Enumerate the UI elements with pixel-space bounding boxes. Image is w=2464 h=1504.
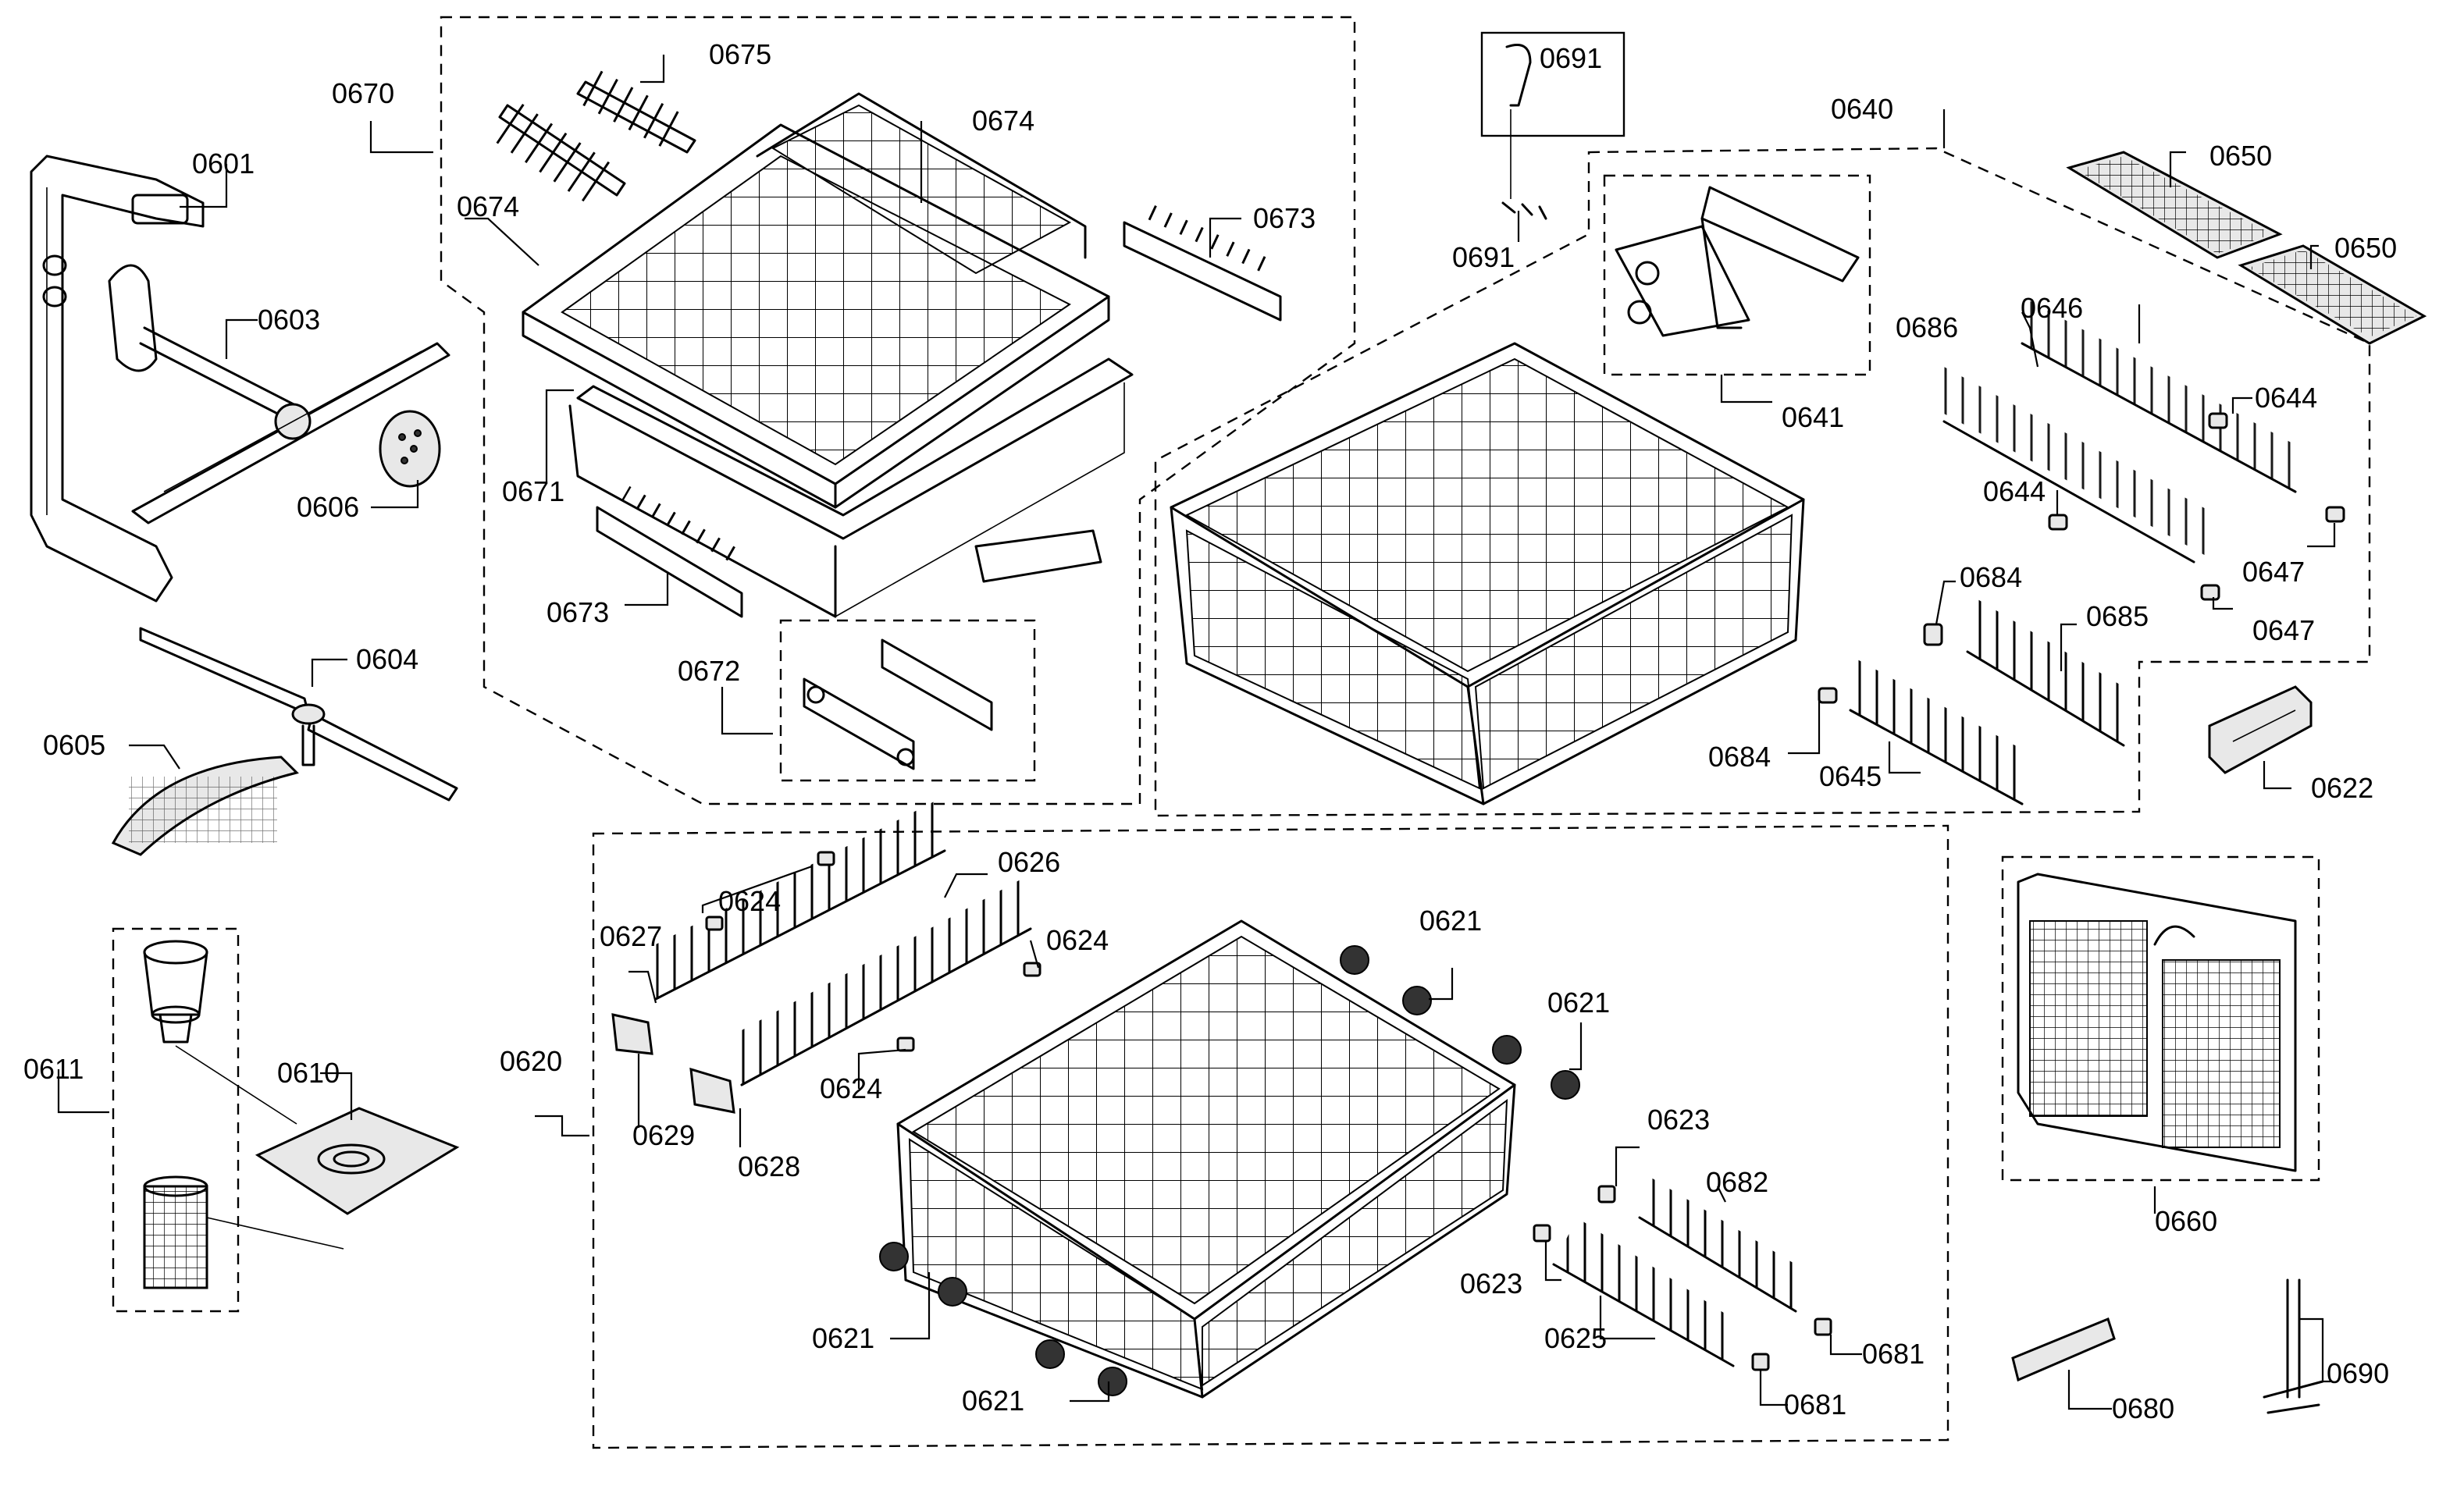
label-0680: 0680 xyxy=(2112,1392,2174,1424)
label-0626: 0626 xyxy=(998,846,1060,878)
group-0641-outline xyxy=(1603,174,1871,376)
label-0627: 0627 xyxy=(600,920,662,952)
label-0621-b: 0621 xyxy=(1547,987,1610,1019)
part-0674-cutlery-tray xyxy=(522,92,1110,509)
part-0620-lower-rack xyxy=(896,919,1516,1399)
group-0640-outline xyxy=(1154,147,2371,817)
label-0675: 0675 xyxy=(709,38,771,70)
part-0605-filter-cover xyxy=(111,756,299,856)
label-0672: 0672 xyxy=(678,655,740,687)
label-0644-left: 0644 xyxy=(1983,475,2046,507)
label-0691-top: 0691 xyxy=(1540,42,1602,74)
label-0647-lower: 0647 xyxy=(2252,614,2315,646)
part-0621-wheels xyxy=(879,945,1580,1396)
part-0675-combs xyxy=(494,66,696,203)
label-0625: 0625 xyxy=(1544,1322,1607,1354)
label-0623-top: 0623 xyxy=(1647,1104,1710,1136)
label-0684-bottom: 0684 xyxy=(1708,741,1771,773)
label-0603: 0603 xyxy=(258,304,320,336)
label-0691-bottom: 0691 xyxy=(1452,241,1515,273)
label-0685: 0685 xyxy=(2086,600,2149,632)
group-0620-outline xyxy=(592,824,1949,1449)
label-0601: 0601 xyxy=(192,148,255,180)
part-0611-filter-assembly xyxy=(143,940,344,1289)
label-0645: 0645 xyxy=(1819,760,1882,792)
part-0650-cup-shelves xyxy=(2066,151,2427,345)
group-0611-outline xyxy=(112,927,240,1313)
label-0686: 0686 xyxy=(1896,311,1958,343)
label-0673-right: 0673 xyxy=(1253,202,1316,234)
label-0682: 0682 xyxy=(1706,1166,1768,1198)
label-0622: 0622 xyxy=(2311,772,2373,804)
leader-lines xyxy=(57,55,2336,1410)
part-0640-upper-rack xyxy=(1170,342,1805,805)
label-0624-b: 0624 xyxy=(1046,924,1109,956)
label-0690: 0690 xyxy=(2327,1357,2389,1389)
label-0641: 0641 xyxy=(1782,401,1844,433)
label-0650-right: 0650 xyxy=(2334,232,2397,264)
part-0660-cutlery-basket xyxy=(2017,873,2297,1172)
label-0650-top: 0650 xyxy=(2209,140,2272,172)
label-0681-top: 0681 xyxy=(1862,1338,1925,1370)
part-0691-clip xyxy=(1501,44,1547,220)
part-0685-tine-rack xyxy=(1966,593,2125,747)
group-outlines xyxy=(112,16,2371,1449)
label-0644-right: 0644 xyxy=(2255,382,2317,414)
label-0660: 0660 xyxy=(2155,1205,2217,1237)
part-0646-tine-rack xyxy=(1942,297,2297,564)
label-0606: 0606 xyxy=(297,491,359,523)
group-0660-outline xyxy=(2001,855,2320,1182)
label-0624-c: 0624 xyxy=(820,1072,882,1104)
label-0621-c: 0621 xyxy=(812,1322,874,1354)
part-0622-handle xyxy=(2208,685,2313,774)
label-0647-upper: 0647 xyxy=(2242,556,2305,588)
label-0681-bottom: 0681 xyxy=(1784,1388,1846,1420)
group-0672-outline xyxy=(779,619,1036,782)
label-0605: 0605 xyxy=(43,729,105,761)
part-0690-rod xyxy=(2263,1278,2324,1414)
label-0684-top: 0684 xyxy=(1960,561,2022,593)
label-0610: 0610 xyxy=(277,1057,340,1089)
part-small-clips xyxy=(1818,412,2345,704)
part-0604-lower-spray-arm xyxy=(139,627,458,802)
part-0672-clips xyxy=(803,638,993,770)
label-0621-d: 0621 xyxy=(962,1385,1024,1417)
label-0670: 0670 xyxy=(332,77,394,109)
part-0680-handle xyxy=(2011,1317,2116,1382)
label-0624-a: 0624 xyxy=(718,885,781,917)
part-0641-adjusters xyxy=(1615,186,1860,337)
label-0620: 0620 xyxy=(500,1045,562,1077)
part-labels: 0601 0603 0606 0604 0605 0610 0611 0670 … xyxy=(23,38,2397,1424)
part-0671-frame xyxy=(568,357,1134,618)
label-0646: 0646 xyxy=(2021,292,2083,324)
label-0673-left: 0673 xyxy=(547,596,609,628)
part-0603-spray-arm xyxy=(108,264,450,524)
label-0640: 0640 xyxy=(1831,93,1893,125)
part-0606-disk xyxy=(379,410,441,488)
label-0611: 0611 xyxy=(23,1053,84,1085)
label-0671: 0671 xyxy=(502,475,564,507)
part-0601-supply-tube xyxy=(30,155,205,603)
part-0610-flat-filter xyxy=(255,1107,460,1215)
part-0645-tine-rack xyxy=(1849,656,2024,805)
group-0670-outline xyxy=(440,16,1356,805)
label-0623-bottom: 0623 xyxy=(1460,1268,1522,1300)
label-0674-left: 0674 xyxy=(457,190,519,222)
label-0674-top: 0674 xyxy=(972,105,1034,137)
group-0691-box xyxy=(1480,31,1625,137)
label-0629: 0629 xyxy=(632,1119,695,1151)
label-0628: 0628 xyxy=(738,1150,800,1182)
part-0626-tine-racks xyxy=(654,796,1032,1086)
label-0621-a: 0621 xyxy=(1419,905,1482,937)
label-0604: 0604 xyxy=(356,643,418,675)
